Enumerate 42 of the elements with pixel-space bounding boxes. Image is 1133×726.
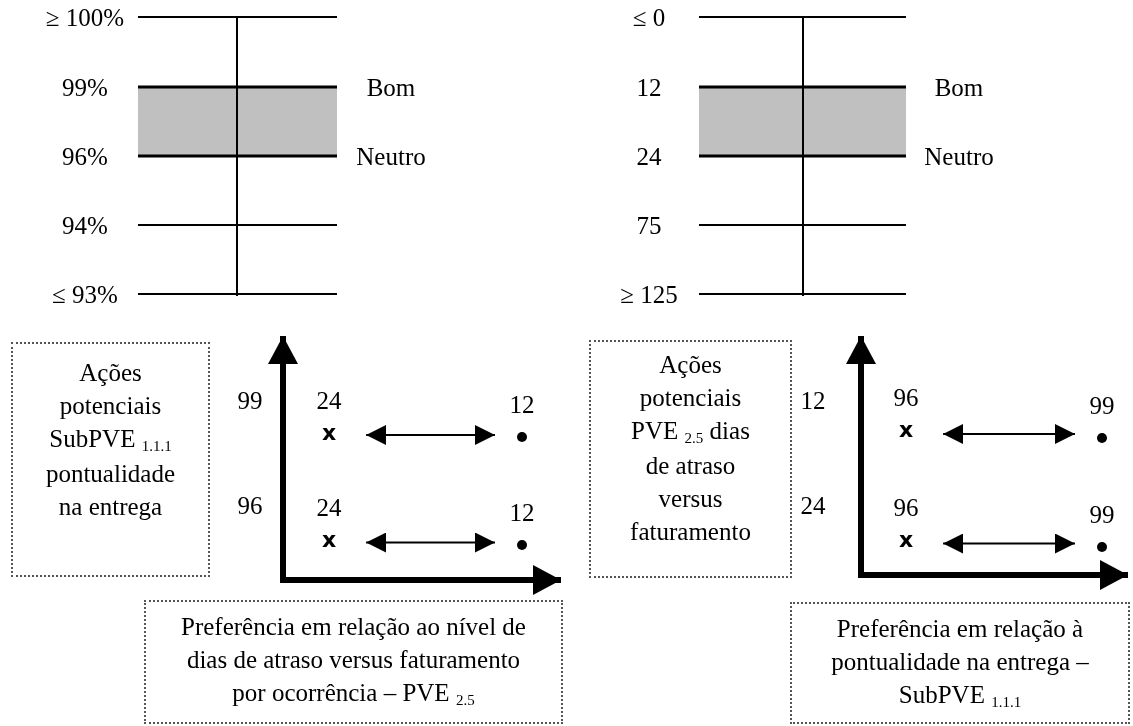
box-text: Preferência em relação ao nível de dias de atraso versus faturamento por ocorrência – PVE $_{2.5}$ [180,612,527,710]
value-label: 12 [509,499,535,525]
cross-marker: x [898,419,914,441]
dotted-text-box [589,340,792,578]
rating-label: Bom [366,74,416,100]
row-value-label: 12 [800,387,826,413]
value-label: 96 [893,494,919,520]
value-label: 24 [316,494,342,520]
cross-marker: x [898,529,914,551]
double-arrow [942,533,1076,554]
scale-label: ≤ 0 [632,4,666,30]
dotted-text-box [144,600,563,724]
double-arrow [365,425,496,445]
dotted-text-box [11,342,210,577]
cross-marker: x [321,529,337,551]
scale-label: ≥ 125 [620,281,678,307]
double-arrow [942,424,1076,444]
scale-label: 12 [636,74,662,100]
dotted-text-box [790,602,1130,724]
value-label: 24 [316,387,342,413]
value-label: 96 [893,384,919,410]
scale-label: 96% [62,143,108,169]
scale-label: 99% [62,74,108,100]
rating-label: Neutro [924,143,994,169]
rating-label: Bom [934,74,984,100]
box-text: Ações potenciais SubPVE $_{1.1.1}$ pontualidade na entrega [44,358,177,522]
row-value-label: 96 [237,492,263,518]
cross-marker: x [321,422,337,444]
value-label: 12 [509,391,535,417]
row-value-label: 24 [800,492,826,518]
scale-label: 94% [62,212,108,238]
scale-label: ≤ 93% [52,281,118,307]
value-label: 99 [1089,501,1115,527]
box-text: Ações potenciais PVE $_{2.5}$ dias de atraso versus faturamento [629,350,752,547]
scale-label: 75 [636,212,662,238]
scale-label: ≥ 100% [45,4,125,30]
double-arrow [365,532,496,553]
rating-label: Neutro [356,143,426,169]
box-text: Preferência em relação à pontualidade na entrega – SubPVE $_{1.1.1}$ [830,614,1090,712]
scale-label: 24 [636,143,662,169]
row-value-label: 99 [237,387,263,413]
value-label: 99 [1089,392,1115,418]
